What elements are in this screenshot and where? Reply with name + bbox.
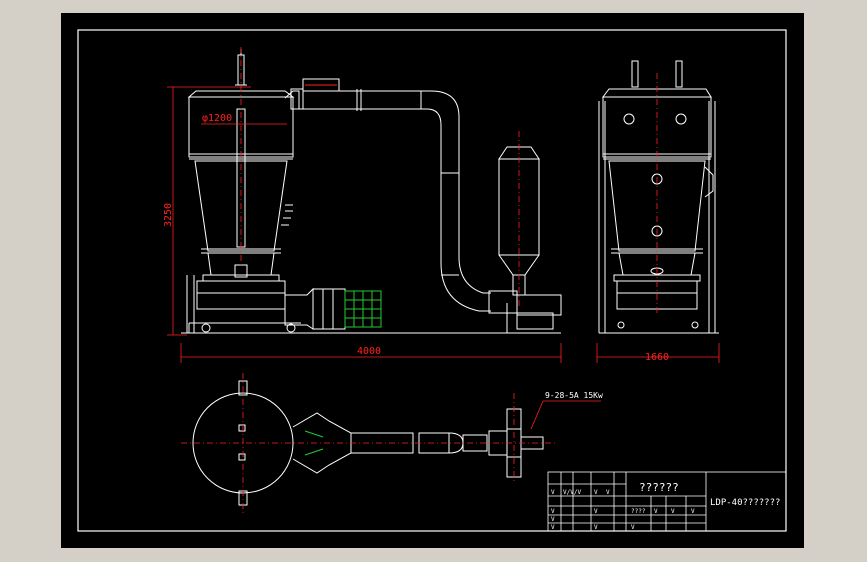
title-block-cell: V: [551, 489, 555, 496]
title-block-cell: V: [551, 516, 555, 523]
title-block-cell: V: [551, 508, 555, 515]
title-block-main-title: ??????: [639, 481, 679, 494]
title-block-cell: V: [551, 524, 555, 531]
drawing-frame: [77, 29, 787, 532]
title-block-cell: V: [654, 508, 658, 515]
front-view-dimensions: [167, 47, 562, 363]
title-block-cell: V: [606, 489, 610, 496]
lift-cylinder: [234, 264, 248, 278]
trolley-wheel-right: [286, 323, 296, 333]
exhaust-outlet: [290, 88, 304, 110]
height-dimension-label: 3250: [163, 203, 174, 227]
side-view: [598, 60, 719, 334]
title-block-cell: V: [594, 524, 598, 531]
plan-view-centerlines: [181, 373, 601, 513]
width-dimension-label: 1660: [645, 352, 669, 363]
title-block-cell: V: [594, 508, 598, 515]
side-vent-pipe-left: [631, 60, 639, 88]
side-lower-body: [608, 160, 706, 252]
front-view: [181, 49, 562, 334]
exhaust-duct-inner: [303, 108, 491, 312]
side-view-dimensions: [596, 73, 720, 363]
fan-housing: [516, 294, 562, 316]
side-port-right: [675, 113, 687, 125]
title-block-cell: V/V/V: [563, 489, 581, 496]
air-heater: [312, 288, 346, 330]
cad-drawing: φ1200 3250 4000 1660: [77, 29, 787, 532]
fan-motor: [516, 312, 554, 330]
trolley-wheel-left: [201, 323, 211, 333]
title-block-drawing-code: LDP-40???????: [710, 498, 780, 508]
length-dimension-label: 4000: [357, 346, 381, 357]
drawing-sheet: φ1200 3250 4000 1660: [61, 13, 804, 548]
title-block-cell: V: [631, 524, 635, 531]
diameter-dimension-label: φ1200: [202, 113, 232, 124]
side-port-left: [623, 113, 635, 125]
title-block: [547, 471, 787, 532]
title-block-cell: V: [594, 489, 598, 496]
fan-annotation: 9-28-5A 15Kw: [545, 391, 603, 400]
exhaust-duct-outer: [303, 90, 491, 294]
dryer-lower-body: [194, 160, 288, 252]
side-vent-pipe-right: [675, 60, 683, 88]
title-block-cell: V: [691, 508, 695, 515]
title-block-cell: V: [671, 508, 675, 515]
container-trolley: [196, 280, 286, 310]
title-block-cell: ????: [631, 508, 646, 515]
